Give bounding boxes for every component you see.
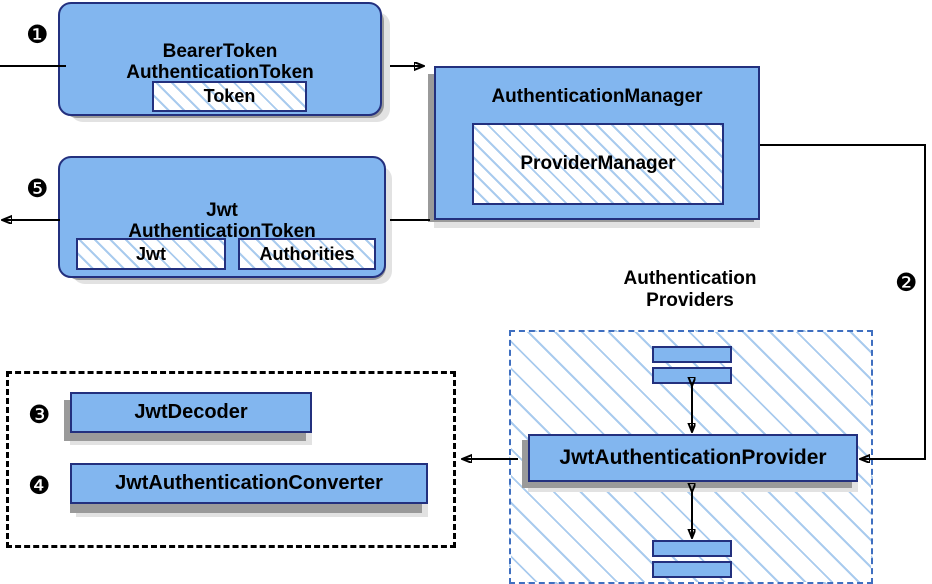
node-bearer-token-authentication-token[interactable]: BearerToken AuthenticationToken Token	[58, 2, 382, 116]
node-authentication-manager[interactable]: AuthenticationManager ProviderManager	[434, 66, 760, 220]
authentication-providers-label: Authentication Providers	[574, 268, 806, 311]
node-jwt-authentication-token[interactable]: Jwt AuthenticationToken Jwt Authorities	[58, 156, 386, 278]
authentication-providers-label-line1: Authentication	[623, 268, 757, 289]
node-jwt-decoder[interactable]: JwtDecoder	[70, 392, 312, 433]
jwt-token-compartment-jwt: Jwt	[76, 238, 226, 270]
bearer-token-line2: AuthenticationToken	[126, 62, 314, 83]
step-badge-4: ❹	[28, 471, 51, 500]
provider-placeholder-bar-top-1	[652, 346, 732, 363]
step-badge-3: ❸	[28, 400, 51, 429]
bearer-token-line1: BearerToken	[162, 40, 278, 62]
jwt-authentication-provider-title: JwtAuthenticationProvider	[559, 446, 827, 470]
jwt-token-compartment-authorities: Authorities	[238, 238, 376, 270]
jwt-token-line1: Jwt	[206, 199, 238, 221]
jwt-authentication-converter-title: JwtAuthenticationConverter	[115, 472, 383, 495]
jwt-token-line2: AuthenticationToken	[128, 221, 316, 242]
bearer-token-compartment-token: Token	[152, 81, 307, 112]
step-badge-1: ❶	[26, 20, 49, 49]
authentication-providers-label-line2: Providers	[646, 289, 734, 311]
authentication-manager-compartment-provider-manager: ProviderManager	[472, 123, 724, 205]
wire-manager-to-provider	[760, 144, 926, 459]
step-badge-2: ❷	[895, 268, 918, 297]
provider-placeholder-bar-bottom-2	[652, 561, 732, 578]
provider-placeholder-bar-bottom-1	[652, 540, 732, 557]
node-jwt-authentication-converter[interactable]: JwtAuthenticationConverter	[70, 463, 428, 504]
authentication-manager-title: AuthenticationManager	[491, 86, 703, 107]
node-jwt-authentication-provider[interactable]: JwtAuthenticationProvider	[528, 434, 858, 482]
jwt-decoder-title: JwtDecoder	[134, 401, 248, 424]
step-badge-5: ❺	[26, 174, 49, 203]
